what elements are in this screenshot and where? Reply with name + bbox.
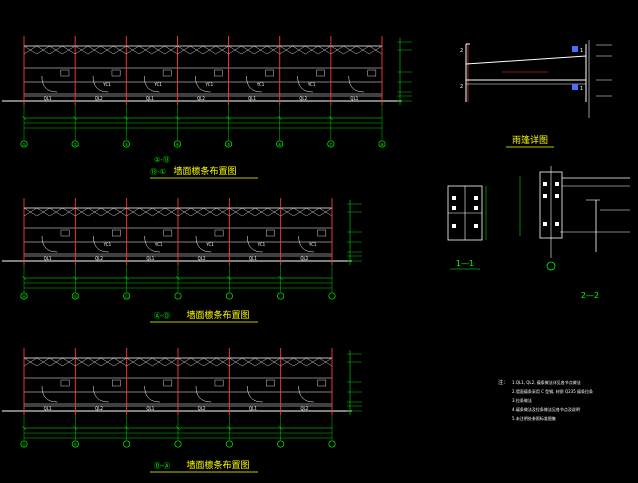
grid-bubble — [276, 140, 284, 148]
grid-bubble — [20, 292, 28, 300]
elevation-drawing-2[interactable]: Ⓐ Ⓑ Ⓒ QL1 QL2 QL1 QL2 QL1 QL2 YC1 YC1 YC1 YC1 YC1 — [2, 198, 362, 300]
grid-bubble — [277, 292, 285, 300]
elevation-1-bay-label: YC1 — [102, 82, 111, 87]
elevation-3-member-label: QL1 — [249, 406, 257, 411]
elevation-drawing-3[interactable]: Ⓐ Ⓑ QL1 QL2 QL1 QL2 QL1 QL2 — [2, 348, 362, 448]
elevation-2-bay-label: YC1 — [257, 242, 266, 247]
elevation-2-member-label: QL1 — [146, 256, 154, 261]
elevation-2-bay-label: YC1 — [205, 242, 214, 247]
elevation-2-member-label: QL1 — [44, 256, 52, 261]
grid-bubble — [20, 140, 28, 148]
elevation-2-grid-label: Ⓒ — [125, 293, 129, 299]
grid-bubble — [123, 292, 131, 300]
elevation-3-member-label: QL2 — [198, 406, 206, 411]
general-notes: 注： 1.QL1, QL2, 檩条做法详见各节点做法 2.墙面檩条采用 C 型钢… — [498, 379, 593, 421]
elevation-1-member-label: QL1 — [350, 96, 358, 101]
grid-bubble — [378, 140, 386, 148]
grid-bubble — [71, 292, 79, 300]
grid-bubble — [327, 140, 335, 148]
grid-bubble — [328, 440, 336, 448]
elevation-1-title: 墙面檩条布置图 — [173, 165, 236, 177]
elevation-1-grid-label: ⑥ — [278, 142, 282, 147]
grid-bubble — [174, 440, 182, 448]
note-line-4: 4.檩条做法及拉条做法见各节点及说明 — [512, 406, 580, 412]
elevation-2-member-label: QL1 — [249, 256, 257, 261]
section-mark-left-bottom: 2 — [460, 84, 463, 90]
elevation-1-member-label: QL1 — [44, 96, 52, 101]
grid-bubble — [20, 440, 28, 448]
grid-bubble — [225, 140, 233, 148]
elevation-3-member-label: QL2 — [95, 406, 103, 411]
elevation-3-member-label: QL1 — [44, 406, 52, 411]
elevation-1-member-label: QL1 — [146, 96, 154, 101]
elevation-1-grid-label: ⑤ — [227, 142, 231, 147]
elevation-2-axis-range: Ⓐ-Ⓓ — [154, 312, 171, 320]
elevation-2-bay-label: YC1 — [103, 242, 112, 247]
elevation-1-bay-label: YC1 — [307, 82, 316, 87]
elevation-1-grid-label: ③ — [124, 142, 128, 147]
grid-bubble — [225, 440, 233, 448]
elevation-1-bay-label: YC1 — [205, 82, 214, 87]
elevation-3-member-label: QL2 — [300, 406, 308, 411]
elevation-1-axis-range-bottom: ⑬-① — [150, 168, 166, 176]
grid-bubble — [277, 440, 285, 448]
elevation-1-axis-range-top: ①-⑬ — [154, 156, 170, 164]
elevation-2-bay-label: YC1 — [308, 242, 317, 247]
section-mark-right-top: 1 — [580, 48, 583, 54]
awning-detail[interactable]: 2 2 1 1 雨篷详图 — [460, 40, 612, 148]
elevation-2-grid-label: Ⓐ — [22, 293, 26, 299]
grid-bubble — [71, 140, 79, 148]
elevation-drawing-1[interactable]: ① ② ③ ④ ⑤ ⑥ ⑦ ⑧ QL1 QL2 QL1 QL2 QL1 QL2 QL1 YC1 YC1 YC1 YC… — [2, 36, 412, 148]
elevation-3-title: 墙面檩条布置图 — [186, 459, 249, 471]
section-mark-left-top: 2 — [460, 48, 463, 54]
elevation-2-bay-label: YC1 — [154, 242, 163, 247]
elevation-2-member-label: QL2 — [300, 256, 308, 261]
section-mark-2-box-bottom — [572, 84, 578, 90]
elevation-3-grid-label: Ⓑ — [73, 441, 77, 447]
notes-label: 注： — [498, 379, 508, 386]
elevation-1-grid-label: ② — [73, 142, 77, 147]
note-line-1: 1.QL1, QL2, 檩条做法详见各节点做法 — [512, 379, 581, 385]
elevation-2-member-label: QL2 — [95, 256, 103, 261]
awning-detail-title: 雨篷详图 — [512, 134, 548, 146]
grid-bubble — [122, 140, 130, 148]
section-1-1-title: 1—1 — [456, 259, 474, 268]
elevation-1-grid-label: ⑦ — [329, 142, 333, 147]
section-mark-2-box-top — [572, 46, 578, 52]
elevation-1-bay-label: YC1 — [153, 82, 162, 87]
section-2-2-detail[interactable]: 2—2 — [519, 166, 630, 300]
elevation-1-grid-label: ④ — [176, 142, 180, 147]
elevation-3-member-label: QL1 — [146, 406, 154, 411]
elevation-2-title: 墙面檩条布置图 — [186, 309, 249, 321]
section-mark-right-bottom: 1 — [580, 86, 583, 92]
grid-bubble — [71, 440, 79, 448]
grid-bubble — [174, 292, 182, 300]
section-1-1-detail[interactable]: 1—1 — [447, 185, 487, 270]
elevation-3-grid-label: Ⓐ — [22, 441, 26, 447]
elevation-1-member-label: QL2 — [95, 96, 103, 101]
elevation-1-grid-label: ① — [22, 142, 26, 147]
elevation-1-member-label: QL1 — [248, 96, 256, 101]
elevation-1-bay-label: YC1 — [256, 82, 265, 87]
section-2-2-title: 2—2 — [581, 291, 599, 300]
elevation-3-title-block: Ⓓ-Ⓐ 墙面檩条布置图 — [150, 459, 258, 473]
elevation-1-member-label: QL2 — [299, 96, 307, 101]
grid-bubble — [546, 261, 556, 271]
grid-bubble — [328, 292, 336, 300]
elevation-3-axis-range: Ⓓ-Ⓐ — [154, 462, 171, 470]
elevation-1-member-label: QL2 — [197, 96, 205, 101]
grid-bubble — [123, 440, 131, 448]
elevation-2-grid-label: Ⓑ — [73, 293, 77, 299]
note-line-2: 2.墙面檩条采用 C 型钢, 材质 Q235 檩条拉条 — [512, 388, 593, 394]
elevation-1-grid-label: ⑧ — [380, 142, 384, 147]
elevation-2-member-label: QL2 — [198, 256, 206, 261]
grid-bubble — [225, 292, 233, 300]
note-line-3: 3.拉条做法 — [512, 397, 532, 403]
note-line-5: 5.未注明处参照标准图集 — [512, 415, 556, 421]
elevation-1-title-block: ①-⑬ ⑬-① 墙面檩条布置图 — [150, 156, 258, 179]
grid-bubble — [173, 140, 181, 148]
elevation-2-title-block: Ⓐ-Ⓓ 墙面檩条布置图 — [150, 309, 258, 323]
